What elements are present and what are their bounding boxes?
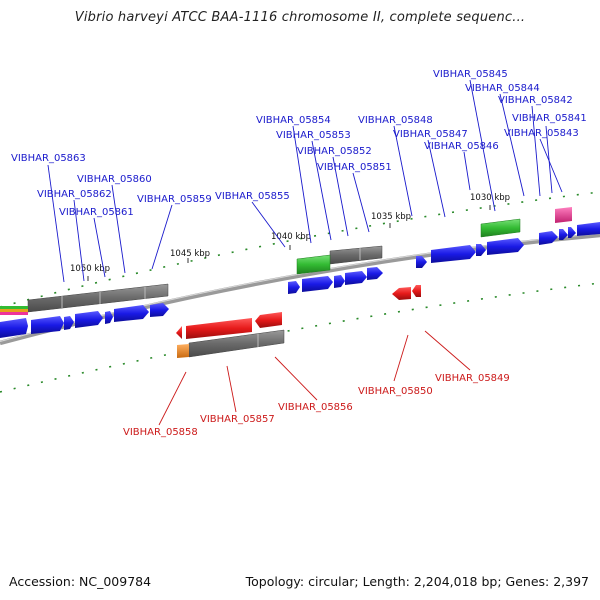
cds-arrow[interactable]: [392, 287, 411, 300]
cds-arrow[interactable]: [539, 231, 558, 245]
cds-arrow[interactable]: [31, 316, 64, 334]
gene-label[interactable]: VIBHAR_05854: [256, 115, 331, 126]
tick-label: 1035 kbp: [371, 212, 411, 222]
cds-arrow[interactable]: [150, 303, 169, 317]
cds-arrow[interactable]: [577, 222, 600, 236]
cds-arrow[interactable]: [476, 244, 486, 256]
gene-label[interactable]: VIBHAR_05850: [358, 386, 433, 397]
cds-arrow[interactable]: [176, 326, 182, 339]
gene-label[interactable]: VIBHAR_05848: [358, 115, 433, 126]
left-gene-block: [0, 283, 169, 338]
forward-leaders: [47, 79, 563, 283]
cds-arrow[interactable]: [568, 227, 576, 238]
cds-arrow[interactable]: [416, 256, 427, 268]
gene-label[interactable]: VIBHAR_05860: [77, 174, 152, 185]
gene-label[interactable]: VIBHAR_05861: [59, 207, 134, 218]
cds-arrow[interactable]: [114, 305, 149, 322]
tick-label: 1050 kbp: [70, 264, 110, 274]
cds-arrow[interactable]: [186, 318, 252, 339]
misc-feature[interactable]: [177, 344, 189, 358]
gene-feature[interactable]: [0, 309, 28, 312]
cds-arrow[interactable]: [412, 285, 421, 297]
gene-label[interactable]: VIBHAR_05844: [465, 83, 540, 94]
misc-feature[interactable]: [555, 207, 572, 223]
reverse-leaders: [158, 330, 471, 426]
gene-label[interactable]: VIBHAR_05842: [498, 95, 573, 106]
gene-label[interactable]: VIBHAR_05862: [37, 189, 112, 200]
gene-label[interactable]: VIBHAR_05843: [504, 128, 579, 139]
reverse-gene-block: [176, 285, 421, 358]
map-title: Vibrio harveyi ATCC BAA-1116 chromosome …: [74, 10, 526, 25]
forward-gene-labels: VIBHAR_05863 VIBHAR_05862 VIBHAR_05861 V…: [11, 69, 587, 218]
gene-label[interactable]: VIBHAR_05846: [424, 141, 499, 152]
gene-label[interactable]: VIBHAR_05841: [512, 113, 587, 124]
rna-feature[interactable]: [296, 254, 331, 275]
rna-feature[interactable]: [480, 218, 521, 238]
gene-label[interactable]: VIBHAR_05852: [297, 146, 372, 157]
gene-label[interactable]: VIBHAR_05845: [433, 69, 508, 80]
cds-arrow[interactable]: [255, 312, 282, 328]
reverse-gene-labels: VIBHAR_05858 VIBHAR_05857 VIBHAR_05856 V…: [123, 373, 510, 438]
gene-label[interactable]: VIBHAR_05855: [215, 191, 290, 202]
accession-text: Accession: NC_009784: [9, 574, 152, 589]
gene-label[interactable]: VIBHAR_05853: [276, 130, 351, 141]
gene-label[interactable]: VIBHAR_05856: [278, 402, 353, 413]
tick-label: 1045 kbp: [170, 249, 210, 259]
cds-arrow[interactable]: [288, 281, 300, 294]
tick-label: 1030 kbp: [470, 193, 510, 203]
cds-arrow[interactable]: [64, 316, 74, 330]
gene-feature[interactable]: [0, 306, 28, 309]
cds-arrow[interactable]: [334, 275, 345, 288]
cds-arrow[interactable]: [487, 238, 524, 255]
tick-label: 1040 kbp: [271, 232, 311, 242]
cds-arrow[interactable]: [345, 271, 367, 285]
gene-label[interactable]: VIBHAR_05858: [123, 427, 198, 438]
gene-label[interactable]: VIBHAR_05859: [137, 194, 212, 205]
cds-arrow[interactable]: [302, 276, 333, 292]
coordinate-ticks: 1050 kbp 1045 kbp 1040 kbp 1035 kbp 1030…: [70, 193, 510, 281]
middle-gene-block: [288, 245, 383, 294]
cds-arrow[interactable]: [0, 318, 28, 338]
cds-arrow[interactable]: [367, 267, 383, 280]
gene-label[interactable]: VIBHAR_05851: [317, 162, 392, 173]
genome-summary-text: Topology: circular; Length: 2,204,018 bp…: [245, 574, 589, 589]
gene-label[interactable]: VIBHAR_05849: [435, 373, 510, 384]
gene-feature[interactable]: [0, 312, 28, 315]
gene-label[interactable]: VIBHAR_05863: [11, 153, 86, 164]
gene-label[interactable]: VIBHAR_05847: [393, 129, 468, 140]
cds-arrow[interactable]: [431, 245, 476, 263]
cds-arrow[interactable]: [559, 229, 568, 240]
right-gene-block: [416, 207, 600, 268]
cds-arrow[interactable]: [75, 311, 103, 328]
gene-label[interactable]: VIBHAR_05857: [200, 414, 275, 425]
cds-arrow[interactable]: [105, 311, 113, 324]
